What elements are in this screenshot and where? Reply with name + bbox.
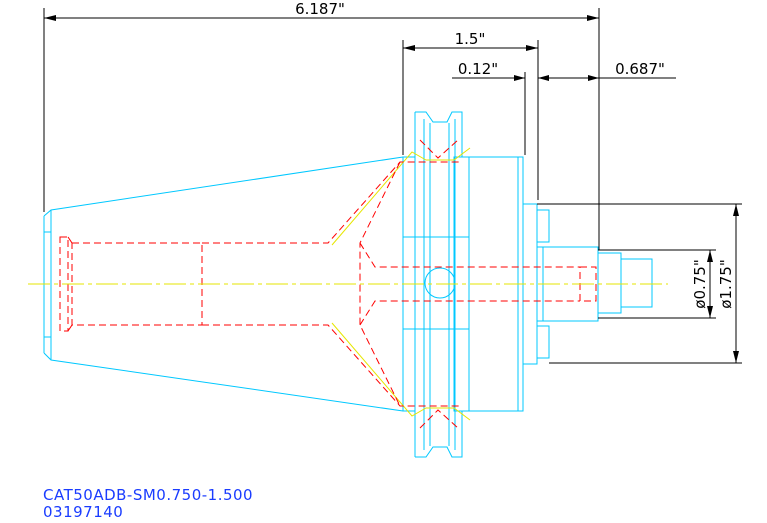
flange-yellow-lines: [331, 147, 471, 421]
drive-key-hole: [424, 267, 456, 299]
dimension-small-diameter: ø0.75": [598, 249, 716, 319]
dimension-large-diameter: ø1.75": [537, 203, 742, 364]
dimension-gap: 0.12": [452, 60, 549, 155]
dimension-projection: 0.687": [538, 60, 676, 81]
dim-label-large-diameter: ø1.75": [717, 259, 735, 308]
hidden-lines: [59, 139, 597, 429]
dim-label-small-diameter: ø0.75": [691, 259, 709, 308]
dimension-flange-length: 1.5": [402, 30, 539, 200]
dimension-overall-length: 6.187": [43, 0, 600, 250]
dim-label-gap: 0.12": [458, 60, 498, 78]
part-number: CAT50ADB-SM0.750-1.500: [43, 486, 254, 504]
dim-label-projection: 0.687": [615, 60, 665, 78]
item-number: 03197140: [43, 503, 124, 521]
dim-label-flange: 1.5": [455, 30, 486, 48]
dim-label-overall: 6.187": [295, 0, 345, 18]
